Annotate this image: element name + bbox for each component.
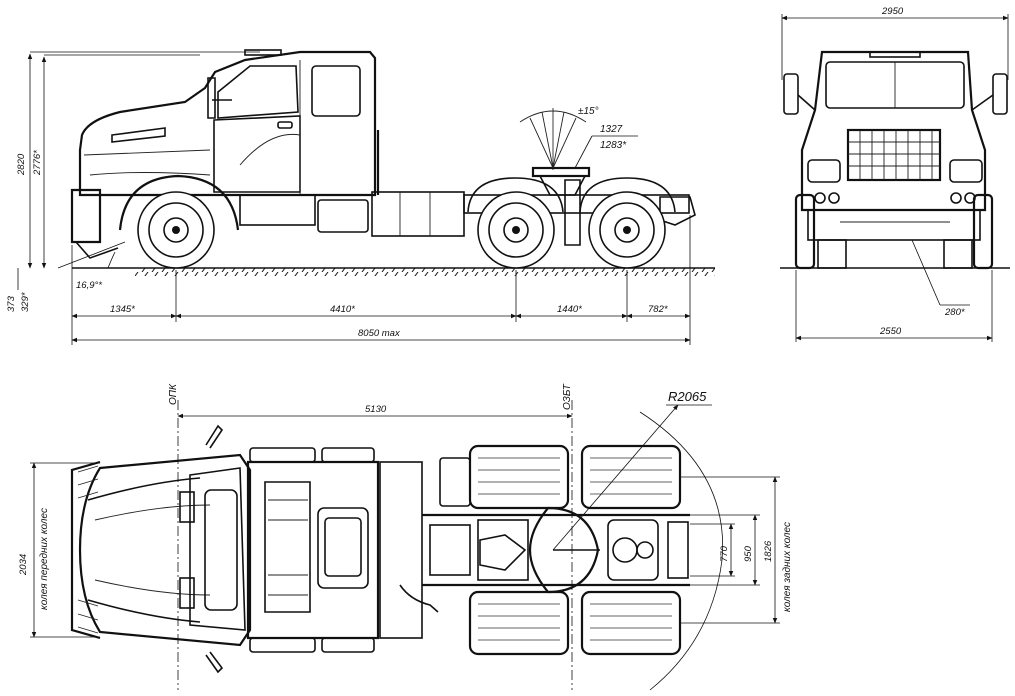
bogie-label: 1440* <box>557 304 582 315</box>
fog-light-left <box>814 192 826 204</box>
wheelbase-label: 4410* <box>330 304 355 315</box>
swing-radius-label: R2065 <box>668 389 707 404</box>
rear-track-caption: колея задних колес <box>782 522 793 612</box>
front-track-caption: колея передних колес <box>39 508 50 610</box>
rear-wheel-2 <box>588 191 666 269</box>
inner-width-label: 770 <box>719 545 730 562</box>
fifth-wheel <box>519 108 591 196</box>
front-grille <box>846 128 942 182</box>
front-view: 2950 <box>780 6 1010 342</box>
cab-side <box>78 49 380 197</box>
front-bumper <box>70 188 102 244</box>
clearance-leader <box>911 239 941 306</box>
swing-radius-arc <box>639 411 724 691</box>
mirror-top-left <box>205 424 224 449</box>
front-bumper-front <box>807 209 981 241</box>
front-wheel <box>137 191 215 269</box>
chassis-side <box>239 191 696 237</box>
headlight-left <box>807 159 841 183</box>
swing-radius-leader <box>552 404 679 551</box>
fifth-wheel-height-loaded-label: 1283* <box>600 140 627 151</box>
rear-track-label: 1826 <box>763 540 774 562</box>
mirror-left <box>783 73 799 115</box>
headlight-right <box>949 159 983 183</box>
sleeper-top <box>246 447 380 653</box>
clearance-front-loaded-label: 329* <box>20 292 31 312</box>
roof-lights <box>869 51 921 58</box>
front-axle-label: ОПК <box>168 383 179 405</box>
rear-arch-1 <box>467 177 564 213</box>
coupling-distance-label: 5130 <box>365 404 387 415</box>
front-overhang-label: 1345* <box>110 304 135 315</box>
height-total-label: 2820 <box>16 153 27 176</box>
front-wheel-arch <box>118 174 240 231</box>
ground-clearance-label: 280* <box>944 307 965 318</box>
front-tyre-left <box>794 193 816 270</box>
ground-hatch <box>135 268 715 276</box>
frame-width-label: 950 <box>743 545 754 562</box>
top-view: ОПК ОЗБТ 5130 <box>18 383 793 691</box>
fog-light-right <box>950 192 962 204</box>
coupling-label: ОЗБТ <box>562 383 573 410</box>
tilt-angle-label: ±15° <box>578 106 599 117</box>
rear-arch-2 <box>579 177 676 213</box>
front-cab <box>800 50 987 212</box>
cab-top <box>70 453 252 647</box>
mirror-top-right <box>205 651 224 674</box>
approach-angle-label: 16,9°* <box>76 280 102 291</box>
fifth-wheel-height-label: 1327 <box>600 124 623 135</box>
side-view: ±15° 1327 1283* 16,9° <box>6 49 715 345</box>
front-track-label: 2034 <box>18 554 29 576</box>
front-towhook <box>75 241 119 259</box>
height-cab-label: 2776* <box>32 150 43 176</box>
suspension-block <box>564 179 581 246</box>
rear-wheel-1 <box>477 191 555 269</box>
clearance-front-label: 373 <box>6 295 17 312</box>
mirror-right <box>992 73 1008 115</box>
front-tyre-right <box>972 193 994 270</box>
frame-top <box>379 457 690 639</box>
approach-angle-line <box>57 241 126 269</box>
mirror-width-label: 2950 <box>881 6 904 17</box>
overall-length-label: 8050 max <box>358 328 401 339</box>
rear-overhang-label: 782* <box>648 304 668 315</box>
body-width-label: 2550 <box>879 326 902 337</box>
